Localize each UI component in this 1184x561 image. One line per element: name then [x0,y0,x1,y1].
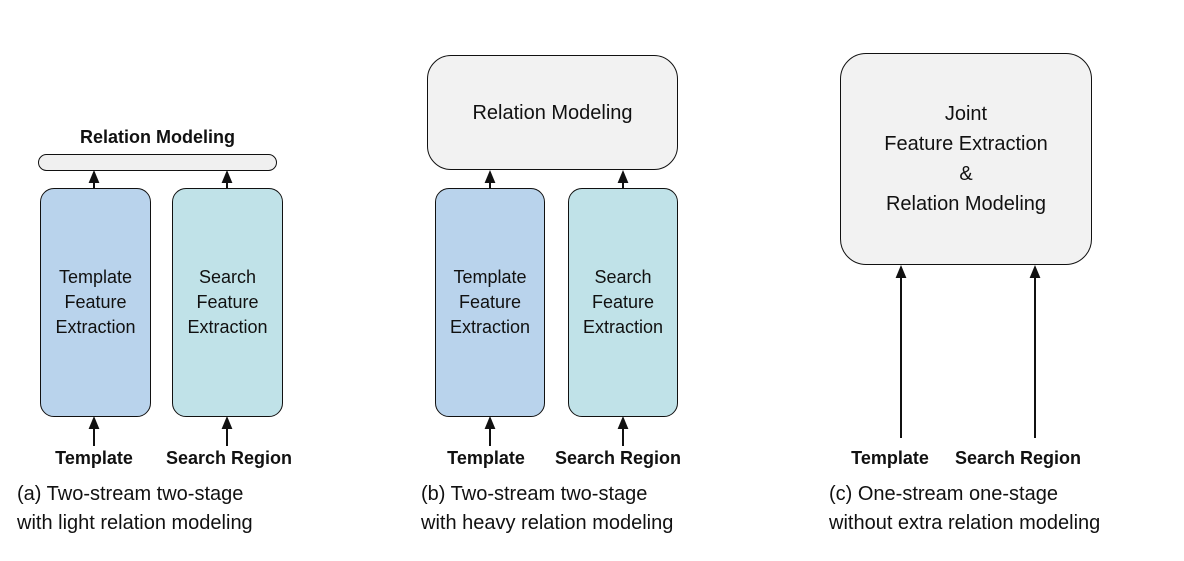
search-feature-extraction-box-b: Search Feature Extraction [568,188,678,417]
arrow-template-input-b [484,416,496,446]
search-region-input-label-a: Search Region [165,448,293,468]
relation-modeling-label-a: Relation Modeling [80,127,235,147]
template-feature-extraction-box-a: Template Feature Extraction [40,188,151,417]
template-input-label-c: Template [851,448,929,468]
arrow-template-to-relation-a [88,170,100,190]
arrow-template-to-relation-b [484,170,496,190]
arrow-search-input-b [617,416,629,446]
template-input-label-a: Template [55,448,133,468]
caption-c: (c) One-stream one-stage without extra r… [829,483,1101,534]
joint-feature-relation-box-c: Joint Feature Extraction & Relation Mode… [840,53,1092,265]
caption-b: (b) Two-stream two-stage with heavy rela… [421,483,674,534]
caption-a: (a) Two-stream two-stage with light rela… [17,483,253,534]
arrow-search-input-c [1029,265,1041,438]
arrow-search-input-a [221,416,233,446]
arrow-search-to-relation-a [221,170,233,190]
arrow-template-input-a [88,416,100,446]
search-region-input-label-c: Search Region [954,448,1082,468]
template-input-label-b: Template [447,448,525,468]
arrow-search-to-relation-b [617,170,629,190]
search-feature-extraction-box-a: Search Feature Extraction [172,188,283,417]
arrow-template-input-c [895,265,907,438]
search-region-input-label-b: Search Region [554,448,682,468]
relation-modeling-box-b: Relation Modeling [427,55,678,170]
template-feature-extraction-box-b: Template Feature Extraction [435,188,545,417]
relation-modeling-bar-a [38,154,277,171]
